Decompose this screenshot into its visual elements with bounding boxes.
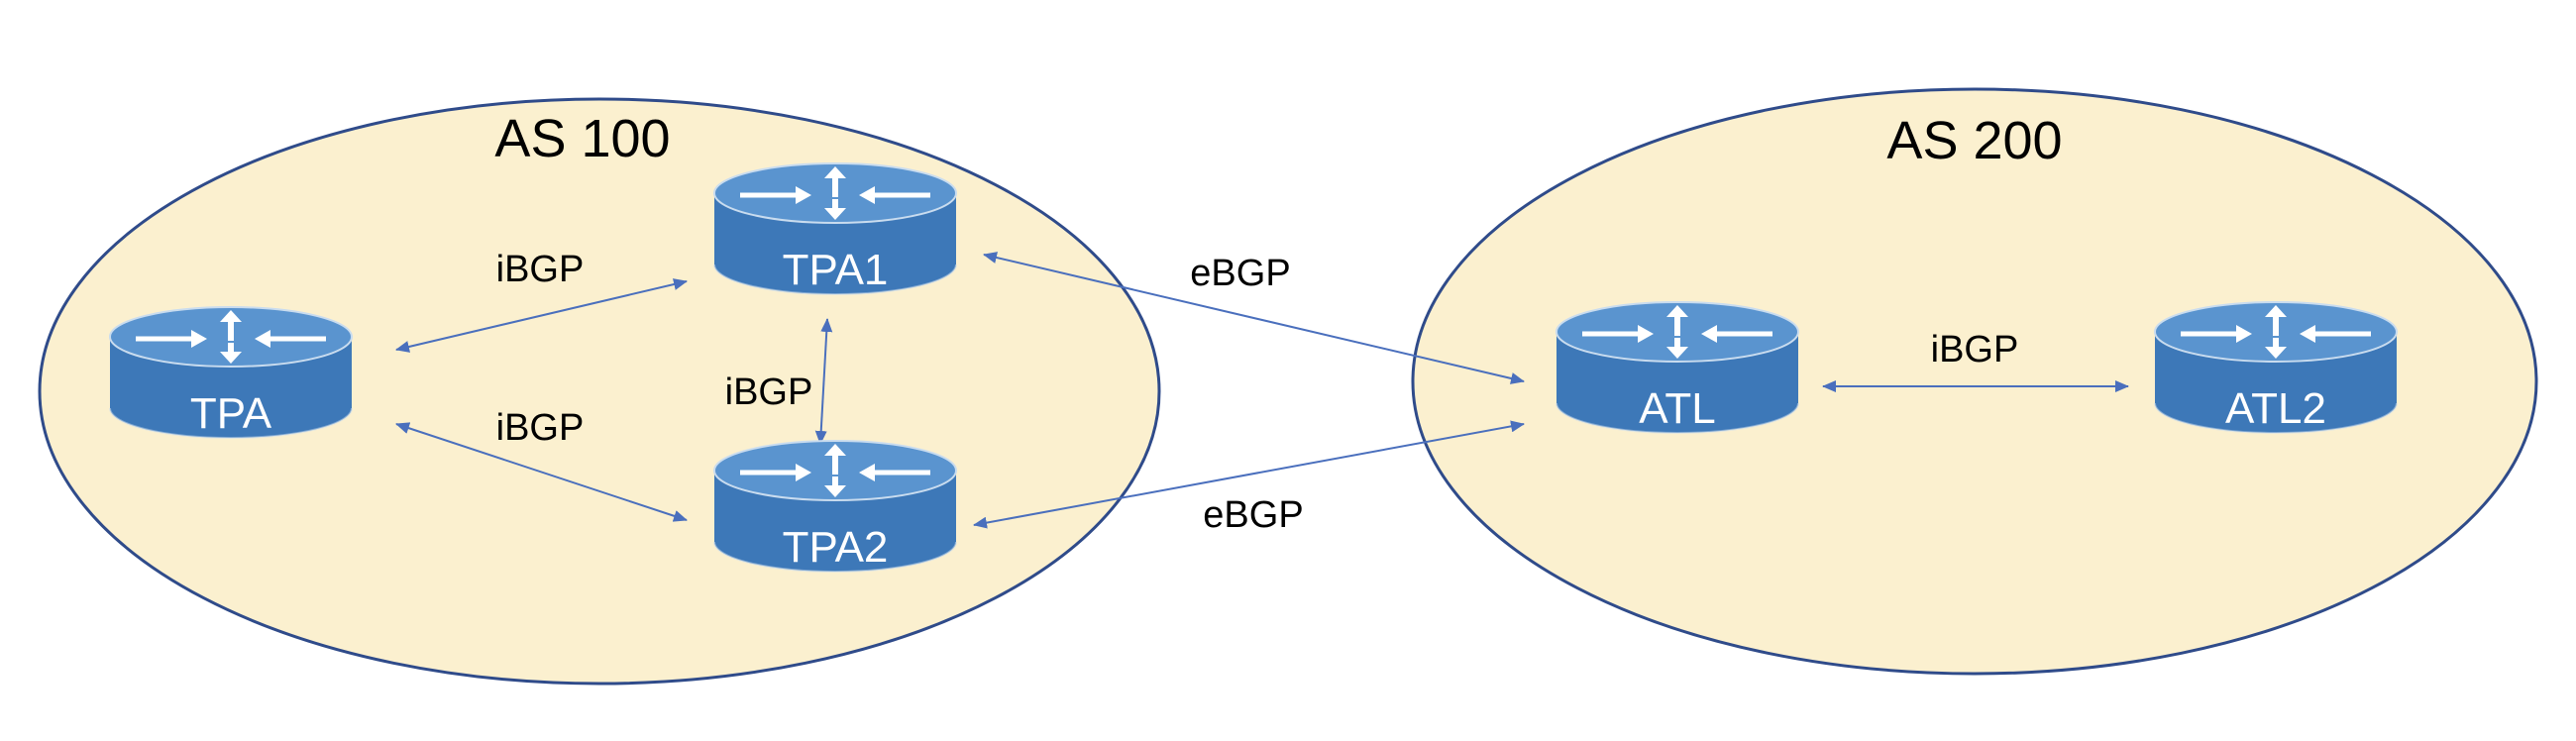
link-tpa1-tpa2 (814, 318, 833, 445)
as-200-label: AS 200 (1886, 111, 2062, 170)
router-tpa: TPA (109, 306, 353, 439)
link-label-tpa1-tpa2: iBGP (725, 371, 813, 413)
router-icon (2154, 301, 2398, 434)
as-100-label: AS 100 (494, 109, 670, 168)
link-tpa2-atl (973, 420, 1525, 529)
link-label-tpa2-atl: eBGP (1203, 494, 1303, 536)
router-tpa2: TPA2 (713, 440, 957, 573)
link-label-tpa1-atl: eBGP (1190, 253, 1290, 294)
router-label-tpa1: TPA1 (783, 246, 889, 294)
link-tpa1-atl (983, 252, 1525, 384)
router-label-tpa2: TPA2 (783, 523, 889, 572)
router-icon (713, 440, 957, 573)
router-label-tpa: TPA (190, 389, 272, 438)
router-label-atl2: ATL2 (2225, 384, 2326, 433)
link-tpa-tpa2 (395, 422, 688, 522)
router-icon (109, 306, 353, 439)
link-label-tpa-tpa2: iBGP (496, 407, 585, 449)
router-label-atl: ATL (1639, 384, 1715, 433)
router-icon (713, 162, 957, 295)
link-labels: iBGP iBGP iBGP eBGP eBGP iBGP (496, 249, 2019, 536)
link-label-atl-atl2: iBGP (1931, 329, 2019, 370)
router-tpa1: TPA1 (713, 162, 957, 295)
router-atl: ATL (1556, 301, 1799, 434)
link-label-tpa-tpa1: iBGP (496, 249, 585, 290)
link-tpa-tpa1 (395, 278, 688, 353)
router-atl2: ATL2 (2154, 301, 2398, 434)
router-icon (1556, 301, 1799, 434)
links (395, 252, 2129, 529)
